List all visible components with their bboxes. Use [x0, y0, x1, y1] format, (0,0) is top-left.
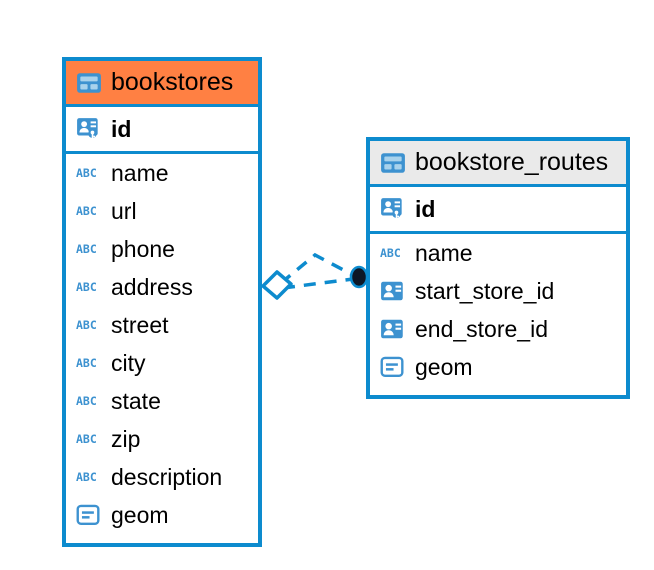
entity-title: bookstores: [111, 68, 234, 96]
entity-header-bookstores[interactable]: bookstores: [66, 61, 258, 107]
field-list-bookstore-routes: ABC name start_store_id: [370, 234, 626, 386]
text-type-icon: ABC: [76, 394, 97, 408]
field-row-geom[interactable]: geom: [66, 496, 258, 534]
field-row-phone[interactable]: ABC phone: [66, 230, 258, 268]
text-type-icon: ABC: [76, 470, 97, 484]
primary-key-icon: [77, 118, 98, 139]
svg-text:ABC: ABC: [76, 356, 97, 370]
diamond-marker: [261, 270, 293, 300]
field-label: name: [415, 239, 473, 266]
field-label: zip: [111, 425, 141, 452]
field-label: street: [111, 311, 169, 338]
svg-text:ABC: ABC: [76, 280, 97, 294]
filled-circle-marker: [349, 265, 369, 289]
field-row-end-store-id[interactable]: end_store_id: [370, 310, 626, 348]
field-label: geom: [415, 353, 473, 380]
field-label: phone: [111, 235, 175, 262]
svg-text:ABC: ABC: [76, 432, 97, 446]
field-label: url: [111, 197, 137, 224]
field-row-address[interactable]: ABC address: [66, 268, 258, 306]
text-type-icon: ABC: [76, 242, 97, 256]
svg-text:ABC: ABC: [76, 318, 97, 332]
text-type-icon: ABC: [380, 246, 401, 260]
entity-title: bookstore_routes: [415, 148, 609, 176]
svg-text:ABC: ABC: [76, 394, 97, 408]
field-label: name: [111, 159, 169, 186]
field-row-id[interactable]: id: [66, 107, 258, 151]
field-label: state: [111, 387, 161, 414]
field-row-start-store-id[interactable]: start_store_id: [370, 272, 626, 310]
entity-header-bookstore-routes[interactable]: bookstore_routes: [370, 141, 626, 187]
entity-table-bookstore-routes[interactable]: bookstore_routes id: [366, 137, 630, 399]
text-type-icon: ABC: [76, 432, 97, 446]
primary-key-icon: [381, 198, 402, 219]
field-row-zip[interactable]: ABC zip: [66, 420, 258, 458]
field-row-city[interactable]: ABC city: [66, 344, 258, 382]
relationship-line-upper: [279, 252, 354, 285]
field-label: address: [111, 273, 193, 300]
field-label: start_store_id: [415, 277, 555, 304]
field-label: id: [415, 195, 436, 222]
field-label: city: [111, 349, 146, 376]
text-type-icon: ABC: [76, 166, 97, 180]
text-type-icon: ABC: [76, 318, 97, 332]
text-type-icon: ABC: [76, 356, 97, 370]
geometry-type-icon: [76, 504, 100, 525]
entity-table-bookstores[interactable]: bookstores id: [62, 57, 262, 547]
field-row-street[interactable]: ABC street: [66, 306, 258, 344]
svg-text:ABC: ABC: [76, 470, 97, 484]
table-icon: [77, 72, 101, 93]
svg-text:ABC: ABC: [76, 166, 97, 180]
field-label: end_store_id: [415, 315, 548, 342]
field-row-name[interactable]: ABC name: [370, 234, 626, 272]
primary-key-section: id: [66, 107, 258, 154]
field-row-description[interactable]: ABC description: [66, 458, 258, 496]
geometry-type-icon: [380, 356, 404, 377]
svg-text:ABC: ABC: [76, 242, 97, 256]
field-label: id: [111, 115, 132, 142]
field-row-state[interactable]: ABC state: [66, 382, 258, 420]
svg-text:ABC: ABC: [380, 246, 401, 260]
svg-text:ABC: ABC: [76, 204, 97, 218]
table-icon: [381, 152, 405, 173]
field-row-url[interactable]: ABC url: [66, 192, 258, 230]
foreign-key-icon: [381, 319, 403, 339]
field-row-id[interactable]: id: [370, 187, 626, 231]
field-list-bookstores: ABC name ABC url ABC phone ABC ad: [66, 154, 258, 534]
text-type-icon: ABC: [76, 204, 97, 218]
field-label: description: [111, 463, 223, 490]
relationship-line-lower: [282, 277, 354, 290]
primary-key-section: id: [370, 187, 626, 234]
foreign-key-icon: [381, 281, 403, 301]
text-type-icon: ABC: [76, 280, 97, 294]
field-row-geom[interactable]: geom: [370, 348, 626, 386]
field-row-name[interactable]: ABC name: [66, 154, 258, 192]
field-label: geom: [111, 501, 169, 528]
